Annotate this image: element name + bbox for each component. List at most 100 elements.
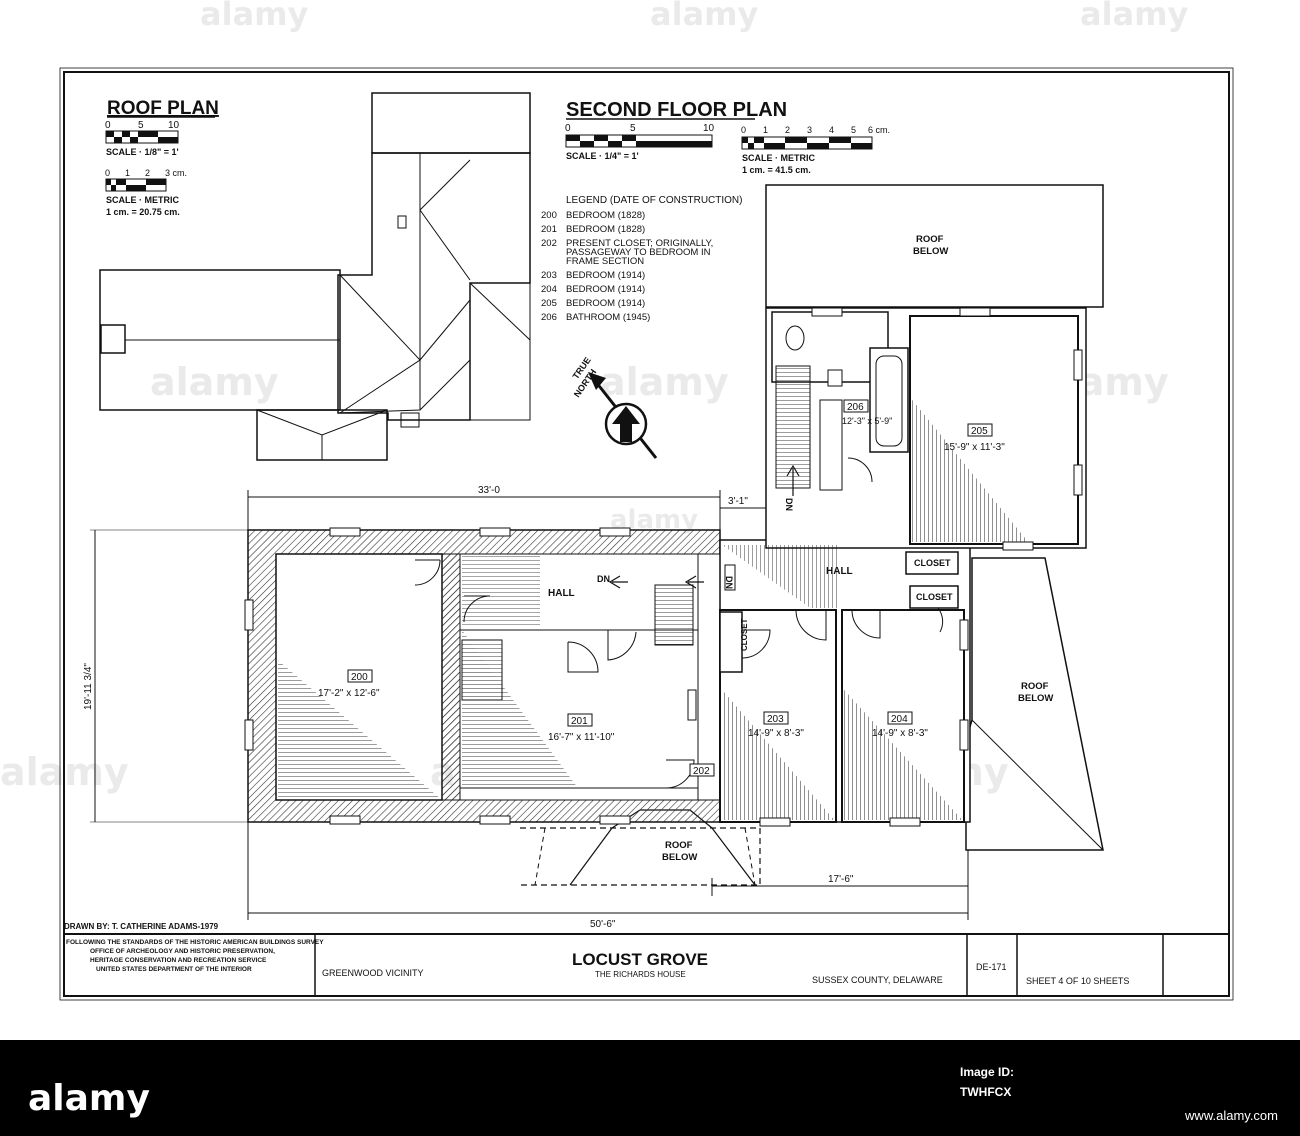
svg-text:203: 203: [541, 270, 557, 281]
svg-text:BEDROOM (1828): BEDROOM (1828): [566, 210, 645, 221]
svg-text:BELOW: BELOW: [913, 246, 948, 257]
watermark: alamy: [150, 360, 279, 404]
svg-text:1: 1: [763, 125, 768, 135]
svg-text:3 cm.: 3 cm.: [165, 168, 187, 178]
image-id: TWHFCX: [960, 1085, 1012, 1099]
dimension-left: 19'-11 3/4": [83, 663, 94, 710]
svg-text:0: 0: [105, 120, 111, 131]
image-id-label: Image ID:: [960, 1065, 1015, 1079]
stair-down-label: DN: [724, 576, 734, 589]
svg-text:0: 0: [565, 123, 571, 134]
svg-text:10: 10: [168, 120, 180, 131]
roof-plan: ROOF PLAN 0 5 10 SCALE · 1/8" = 1' 0 1 2…: [99, 92, 531, 461]
svg-text:205: 205: [541, 298, 557, 309]
svg-text:5: 5: [630, 123, 636, 134]
floor-metric-scale: 0 1 2 3 4 5 6 cm. SCALE · METRIC 1 cm. =…: [741, 125, 890, 175]
second-floor-title: SECOND FLOOR PLAN: [566, 99, 787, 121]
stair-down-label: DN: [597, 574, 610, 584]
legend: LEGEND (DATE OF CONSTRUCTION) 200 BEDROO…: [541, 195, 742, 323]
dimension-top: 33'-0: [478, 485, 500, 496]
svg-text:6 cm.: 6 cm.: [868, 125, 890, 135]
svg-text:HERITAGE CONSERVATION AND RECR: HERITAGE CONSERVATION AND RECREATION SER…: [90, 957, 267, 964]
sheet-title: LOCUST GROVE: [572, 950, 708, 969]
roof-below-label: ROOF: [916, 234, 944, 245]
svg-text:1 cm. = 20.75 cm.: 1 cm. = 20.75 cm.: [106, 207, 180, 217]
hall-label: HALL: [548, 588, 575, 599]
svg-text:201: 201: [541, 224, 557, 235]
svg-text:BEDROOM (1914): BEDROOM (1914): [566, 284, 645, 295]
room-dimensions: 15'-9" x 11'-3": [944, 442, 1005, 453]
svg-text:PRESENT CLOSET; ORIGINALLY,: PRESENT CLOSET; ORIGINALLY,: [566, 238, 713, 249]
roof-scale-bar: 0 5 10 SCALE · 1/8" = 1': [105, 120, 180, 157]
svg-text:204: 204: [541, 284, 557, 295]
hall-label: HALL: [826, 566, 853, 577]
footer-site[interactable]: www.alamy.com: [1185, 1108, 1278, 1123]
room-dimensions: 14'-9" x 8'-3": [748, 728, 804, 739]
architectural-drawing: alamy alamy alamy alamy alamy alamy alam…: [0, 0, 1234, 1001]
room-dimensions: 17'-2" x 12'-6": [318, 688, 380, 699]
room-number: 200: [351, 672, 368, 683]
svg-text:PASSAGEWAY TO BEDROOM IN: PASSAGEWAY TO BEDROOM IN: [566, 247, 711, 258]
dimension-bottom: 50'-6": [590, 919, 616, 930]
svg-text:BEDROOM (1914): BEDROOM (1914): [566, 270, 645, 281]
room-number: 204: [891, 714, 908, 725]
room-dimensions: 16'-7" x 11'-10": [548, 732, 615, 743]
survey-number: DE-171: [976, 962, 1007, 972]
room-number: 202: [693, 766, 710, 777]
stock-footer: [0, 1040, 1300, 1136]
svg-text:UNITED STATES DEPARTMENT OF TH: UNITED STATES DEPARTMENT OF THE INTERIOR: [96, 966, 252, 973]
sheet-number: SHEET 4 OF 10 SHEETS: [1026, 976, 1129, 986]
floor-scale-bar: 0 5 10 SCALE · 1/4" = 1': [565, 123, 715, 161]
svg-text:OFFICE OF ARCHEOLOGY AND HISTO: OFFICE OF ARCHEOLOGY AND HISTORIC PRESER…: [90, 948, 275, 955]
watermark: alamy: [600, 360, 729, 404]
title-block: DRAWN BY: T. CATHERINE ADAMS-1979 FOLLOW…: [63, 922, 1230, 997]
dimension-top-small: 3'-1": [728, 496, 748, 507]
roof-plan-title: ROOF PLAN: [107, 98, 219, 119]
room-number: 205: [971, 426, 988, 437]
roof-below-label: ROOF: [665, 840, 693, 851]
svg-text:BEDROOM (1828): BEDROOM (1828): [566, 224, 645, 235]
closet-label: CLOSET: [916, 592, 953, 602]
floor-plan: [244, 307, 1087, 827]
svg-text:1: 1: [125, 168, 130, 178]
roof-below-areas: [520, 184, 1104, 886]
room-number: 206: [847, 402, 864, 413]
svg-text:SCALE · METRIC: SCALE · METRIC: [742, 153, 815, 163]
svg-text:206: 206: [541, 312, 557, 323]
watermark: alamy: [200, 0, 309, 33]
svg-text:BEDROOM (1914): BEDROOM (1914): [566, 298, 645, 309]
svg-text:BELOW: BELOW: [1018, 693, 1053, 704]
room-number: 201: [571, 716, 588, 727]
svg-text:BATHROOM (1945): BATHROOM (1945): [566, 312, 650, 323]
svg-text:0: 0: [741, 125, 746, 135]
svg-text:4: 4: [829, 125, 834, 135]
location-left: GREENWOOD VICINITY: [322, 968, 424, 978]
watermark: alamy: [1080, 0, 1189, 33]
roof-outline: [99, 92, 531, 461]
svg-text:200: 200: [541, 210, 557, 221]
svg-text:2: 2: [145, 168, 150, 178]
svg-text:BELOW: BELOW: [662, 852, 697, 863]
closet-label: CLOSET: [740, 618, 749, 651]
svg-text:10: 10: [703, 123, 715, 134]
dimension-labels: 33'-0 3'-1" 19'-11 3/4" 50'-6" 17'-6": [83, 485, 854, 930]
sheet-subtitle: THE RICHARDS HOUSE: [595, 970, 686, 979]
svg-text:5: 5: [138, 120, 144, 131]
svg-text:202: 202: [541, 238, 557, 249]
svg-text:SCALE · 1/8" = 1': SCALE · 1/8" = 1': [106, 147, 179, 157]
closet-label: CLOSET: [914, 558, 951, 568]
room-labels: 200 17'-2" x 12'-6" 201 16'-7" x 11'-10"…: [318, 399, 1005, 777]
svg-text:2: 2: [785, 125, 790, 135]
room-dimensions: 14'-9" x 8'-3": [872, 728, 928, 739]
room-dimensions: 12'-3" x 5'-9": [842, 416, 892, 426]
location-right: SUSSEX COUNTY, DELAWARE: [812, 975, 943, 985]
footer-info: Image ID: TWHFCX: [960, 1062, 1014, 1102]
roof-metric-scale: 0 1 2 3 cm. SCALE · METRIC 1 cm. = 20.75…: [105, 168, 187, 217]
watermark: alamy: [650, 0, 759, 33]
drawn-by: DRAWN BY: T. CATHERINE ADAMS-1979: [64, 922, 219, 931]
svg-text:FOLLOWING THE STANDARDS OF THE: FOLLOWING THE STANDARDS OF THE HISTORIC …: [66, 939, 324, 946]
roof-below-label: ROOF: [1021, 681, 1049, 692]
footer-logo: alamy: [28, 1078, 150, 1119]
svg-text:1 cm. = 41.5 cm.: 1 cm. = 41.5 cm.: [742, 165, 811, 175]
